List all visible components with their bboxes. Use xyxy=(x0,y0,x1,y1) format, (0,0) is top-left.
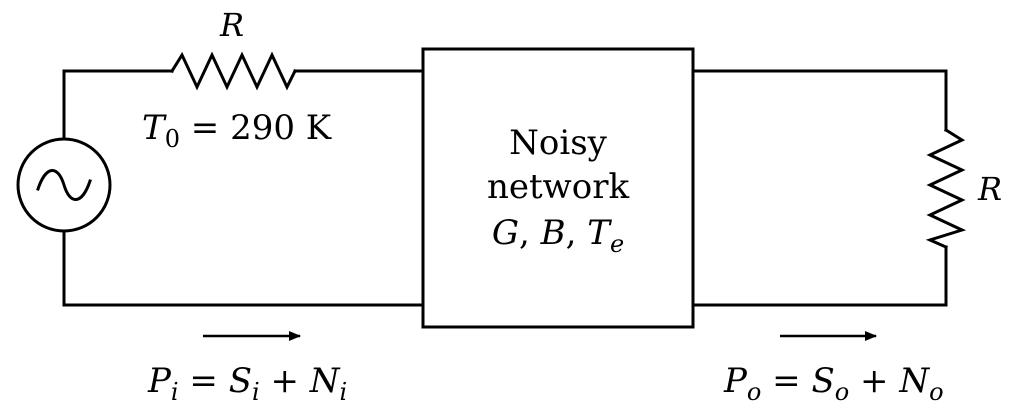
input-bottom-wire xyxy=(62,230,425,307)
network-parameters: G, B, Te xyxy=(492,213,624,258)
input-power-equation: Pi = Si + Ni xyxy=(147,361,347,406)
output-bottom-wire xyxy=(691,245,948,307)
ac-source-icon xyxy=(16,137,112,233)
load-resistor-zigzag xyxy=(925,127,967,249)
network-title-line2: network xyxy=(487,167,630,207)
noisy-network-box xyxy=(421,47,695,329)
input-resistor-label: R xyxy=(219,6,244,44)
input-resistor-zigzag xyxy=(169,51,298,91)
input-top-wire xyxy=(62,69,174,140)
source-temperature-label: T0 = 290 K xyxy=(142,108,332,153)
network-title-line1: Noisy xyxy=(509,123,608,163)
output-power-equation: Po = So + No xyxy=(723,361,944,406)
load-resistor-label: R xyxy=(977,170,1002,208)
output-top-wire xyxy=(691,69,948,132)
